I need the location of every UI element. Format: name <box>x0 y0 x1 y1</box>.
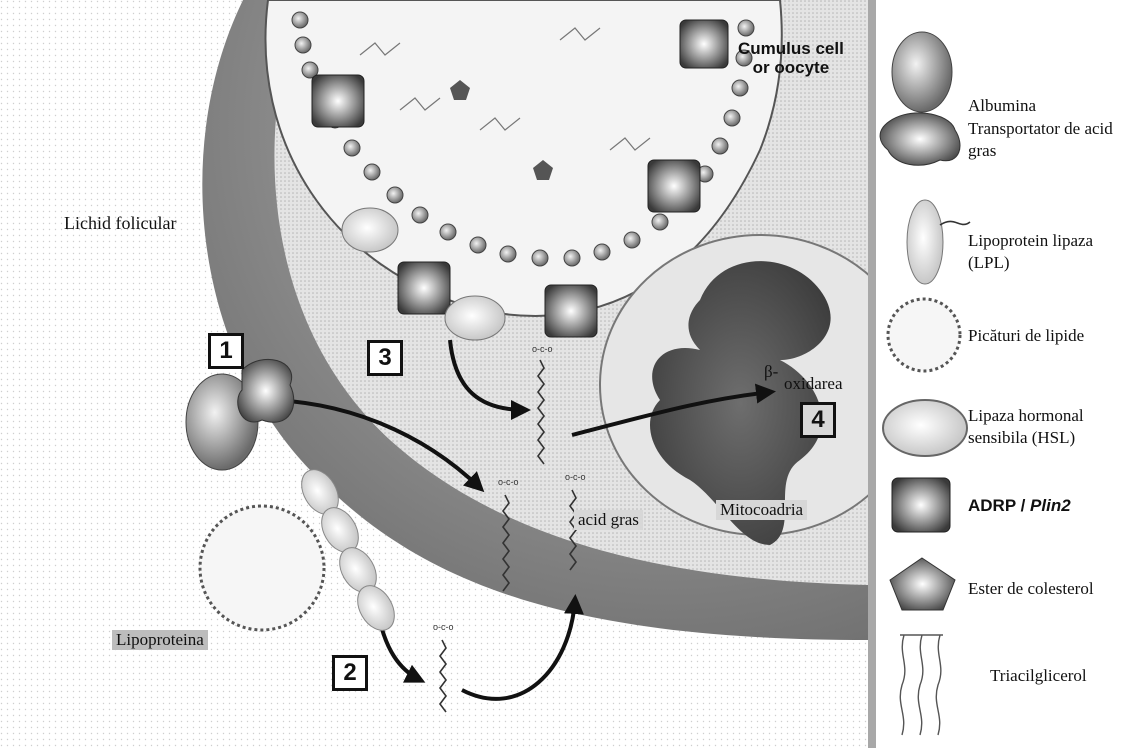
legend-adrp-label: ADRP / Plin2 <box>968 495 1138 517</box>
lipid-droplet-icon <box>888 299 960 371</box>
legend-adrp-italic: Plin2 <box>1030 496 1071 515</box>
legend-hsl-label: Lipaza hormonal sensibila (HSL) <box>968 405 1128 449</box>
beta-label: β- <box>764 362 778 382</box>
fatty-acid-label: acid gras <box>574 510 643 530</box>
hormone-sensitive-lipase-icon <box>883 400 967 456</box>
legend-adrp-text: ADRP / <box>968 496 1030 515</box>
fatty-acid-transporter <box>238 359 294 422</box>
svg-text:o-c-o: o-c-o <box>498 477 519 487</box>
cell-label: Cumulus cell or oocyte <box>738 40 844 77</box>
legend-transporter-label: Transportator de acid gras <box>968 118 1128 162</box>
svg-text:o-c-o: o-c-o <box>433 622 454 632</box>
legend-triacylglycerol-label: Triacilglicerol <box>990 665 1141 687</box>
legend-divider <box>868 0 876 748</box>
legend-albumin-label: Albumina <box>968 95 1138 117</box>
mitochondria-label: Mitocoadria <box>716 500 807 520</box>
step-3-badge: 3 <box>367 340 403 376</box>
step-2-badge: 2 <box>332 655 368 691</box>
lipoprotein-label: Lipoproteina <box>112 630 208 650</box>
svg-text:o-c-o: o-c-o <box>565 472 586 482</box>
albumin-icon <box>892 32 952 112</box>
step-1-badge: 1 <box>208 333 244 369</box>
legend-lpl-label: Lipoprotein lipaza (LPL) <box>968 230 1118 274</box>
step-4-badge: 4 <box>800 402 836 438</box>
follicular-fluid-label: Lichid folicular <box>64 213 176 235</box>
lipoprotein-particle <box>200 506 324 630</box>
legend-cholesterol-label: Ester de colesterol <box>968 578 1138 600</box>
legend-lipid-droplet-label: Picături de lipide <box>968 325 1138 347</box>
svg-text:o-c-o: o-c-o <box>532 344 553 354</box>
oxidation-label: oxidarea <box>784 374 843 394</box>
adrp-icon <box>892 478 950 532</box>
